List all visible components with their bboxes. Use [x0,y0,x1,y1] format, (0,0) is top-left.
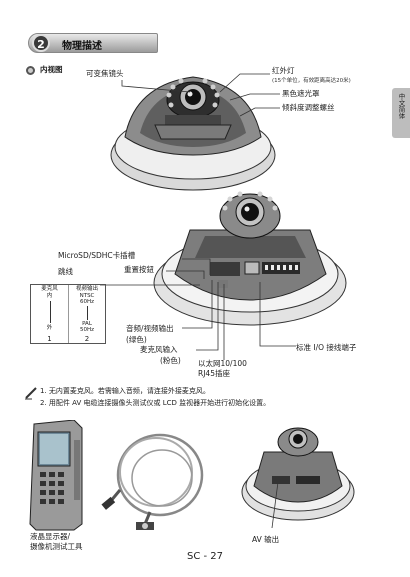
jumper-col1-top: 内 [46,293,53,299]
ir-led-note: (15个单位，有效距离高达20米) [272,78,351,84]
mic-in-color-label: (粉色) [160,356,181,365]
av-output-label: AV 输出 [252,535,280,544]
mic-in-label: 麦克风输入 [140,345,178,354]
jumper-col1-bottom: 外 [46,325,53,331]
pencil-note-icon [25,387,37,400]
camera-av-output-illustration [241,427,355,529]
jumper-col2-ntsc: NTSC [79,293,95,299]
jumper-column-video: 视频输出 NTSC 60Hz PAL 50Hz 2 [68,285,105,343]
ethernet-label-2: RJ45插座 [198,369,230,378]
jumper-col2-50hz: 50Hz [79,327,95,333]
side-tab-label: 中文简体 [397,93,405,119]
av-out-label: 音频/视频输出 [126,324,174,333]
reset-button-label: 重置按鈕 [124,265,154,274]
section-number-badge: 2 [32,34,50,52]
dome-camera-internal-illustration [153,191,347,326]
jumper-col2-arrow [87,306,88,320]
tester-label-2: 摄像机测试工具 [30,542,83,551]
bullet-icon [26,66,35,75]
varifocal-lens-label: 可变焦镜头 [86,69,124,78]
note-1: 1. 无内置麦克风。若需输入音频，请连接外接麦克风。 [40,387,210,395]
jumper-col1-header: 麦克风 [41,286,58,292]
ir-led-label: 红外灯 [272,66,295,75]
section-title: 物理描述 [62,41,102,52]
lcd-camera-tester-illustration [29,420,83,531]
av-cable-illustration [101,433,204,530]
section-header-bar [28,33,158,53]
varifocal-leader-line [121,80,191,93]
microsd-slot-label: MicroSD/SDHC卡插槽 [58,251,136,260]
mid-bottom-leader-lines [182,280,296,360]
overview-label: 内视图 [40,65,63,74]
jumper-col2-60hz: 60Hz [79,299,95,305]
jumper-col1-number: 1 [47,335,52,343]
jumper-col2-number: 2 [84,335,90,343]
io-terminal-label: 标准 I/O 接线端子 [296,343,357,352]
jumper-label: 跳线 [58,267,73,276]
tilt-screw-label: 倾斜度调整螺丝 [282,103,335,112]
jumper-col2-header: 视频输出 [75,286,98,292]
note-2: 2. 用配件 AV 电缆连接摄像头测试仪或 LCD 监视器开始进行初始化设置。 [40,399,271,407]
ethernet-label: 以太网10/100 [198,359,247,368]
jumper-col2-pal: PAL [82,321,92,327]
jumper-column-mic: 麦克风 内 外 1 [31,285,68,343]
language-side-tab: 中文简体 [392,88,410,138]
black-cover-label: 黑色遮光罩 [282,89,320,98]
page-number: SC - 27 [186,551,224,562]
mid-left-leader-lines [100,258,211,286]
top-right-leader-lines [219,73,280,117]
jumper-setting-table: 麦克风 内 外 1 视频输出 NTSC 60Hz PAL 50Hz 2 [30,284,106,344]
tester-label-1: 液晶显示器/ [30,532,71,541]
jumper-col1-arrow [49,301,51,323]
av-out-color-label: (绿色) [126,335,147,344]
